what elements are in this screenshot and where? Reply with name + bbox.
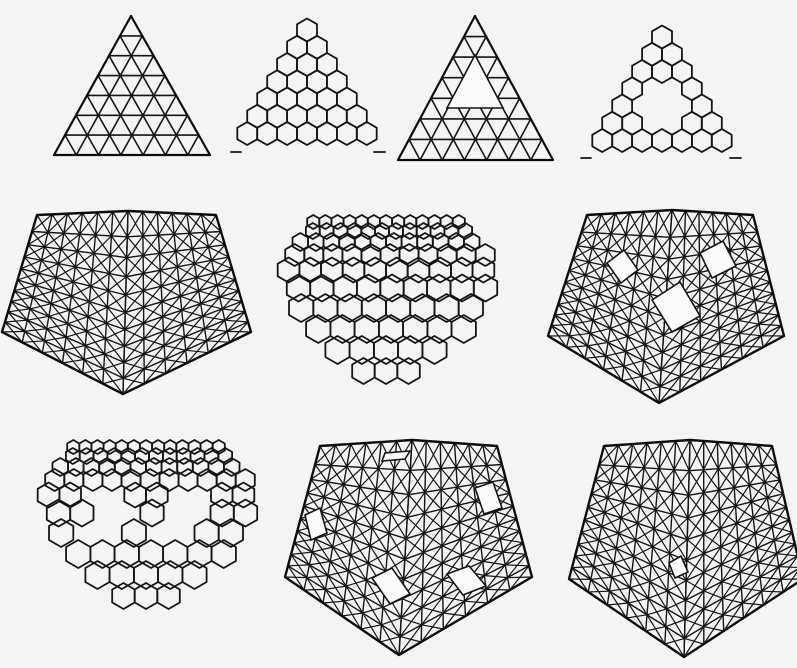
- cap-hex-holes: [38, 440, 258, 609]
- triangle-mesh: [54, 16, 210, 155]
- pentagon-mesh: [2, 211, 251, 394]
- triangle-hex-hole: [581, 26, 741, 159]
- pentagon-mesh-small-hole: [569, 440, 797, 657]
- pentagon-mesh-openings: [285, 440, 532, 655]
- cap-hex: [278, 215, 498, 384]
- triangle-hex: [231, 19, 385, 153]
- triangle-mesh-hole: [398, 16, 553, 160]
- pentagon-mesh-holes: [548, 210, 784, 403]
